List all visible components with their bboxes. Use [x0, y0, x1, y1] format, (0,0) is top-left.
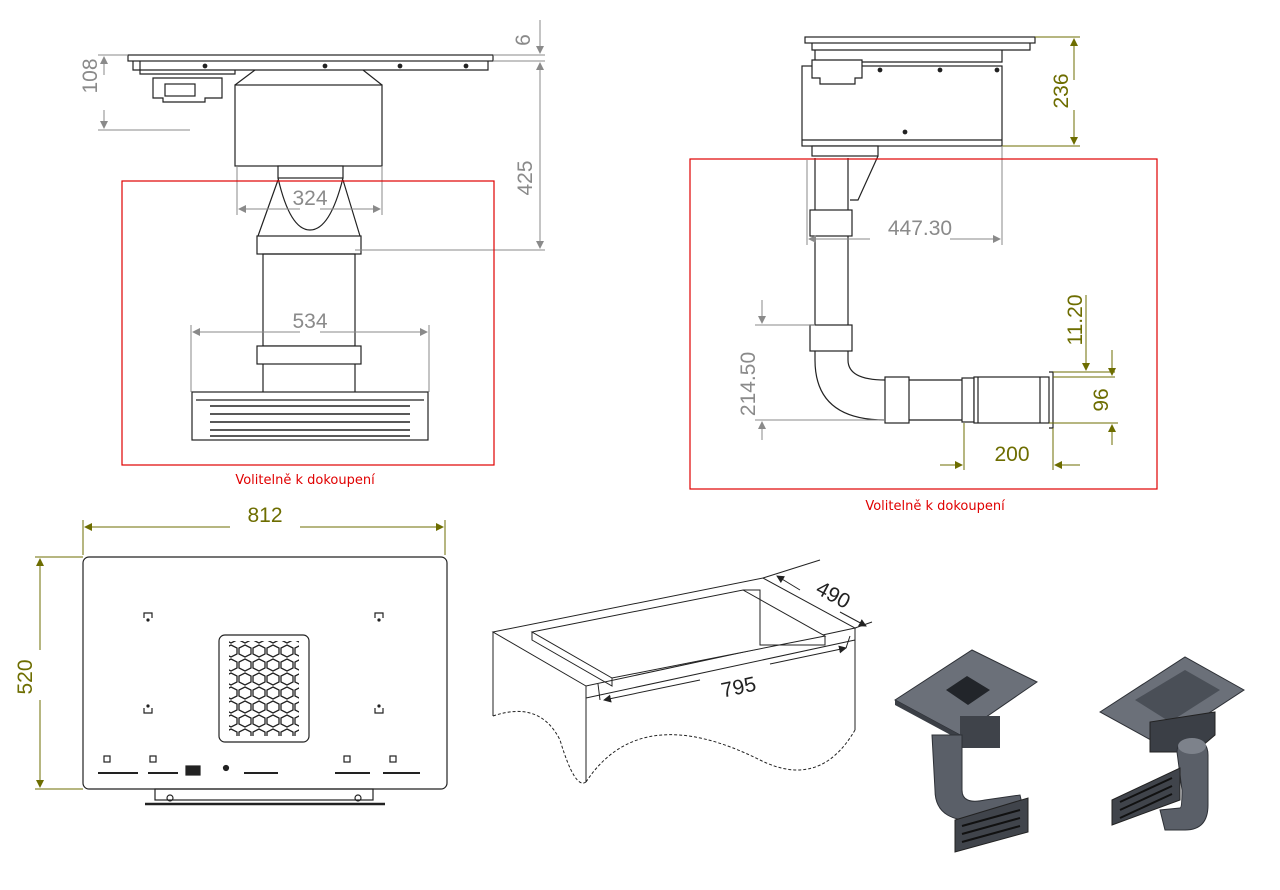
front-filter-box: [191, 391, 429, 441]
dim-214-50: 214.50: [737, 352, 760, 416]
right-outlet: [973, 376, 1050, 424]
plan-zone-markers: [143, 612, 384, 714]
optional-frame-right: [689, 158, 1158, 490]
front-duct-collar: [256, 345, 362, 365]
plan-dimensions: 812 520: [14, 504, 446, 790]
front-dimensions: 6 425 108 324 534: [79, 20, 545, 392]
dim-534: 534: [292, 310, 327, 333]
render-rear-iso: [1099, 656, 1245, 831]
worktop-cutout-view: [491, 577, 857, 784]
cutout-front-face: [492, 628, 856, 782]
front-connector-box: [152, 77, 223, 103]
plan-bottom-frame: [154, 788, 374, 801]
dim-447-30: 447.30: [888, 217, 952, 240]
right-duct-collar-top: [809, 209, 853, 237]
right-duct-collar-mid: [809, 324, 853, 352]
front-neck-cone: [277, 177, 344, 231]
dim-236: 236: [1050, 73, 1073, 108]
right-duct-bend: [814, 351, 886, 421]
front-filter-grille: [210, 405, 410, 437]
dim-108: 108: [79, 58, 102, 93]
front-glass-plate: [127, 54, 494, 62]
right-dimensions-olive: 236 11.20 96 200: [940, 36, 1118, 470]
optional-frame-left: [121, 180, 495, 466]
right-dimensions-grey: 447.30 214.50: [737, 146, 1003, 440]
dim-11-20: 11.20: [1064, 295, 1087, 346]
dim-425: 425: [514, 160, 537, 195]
front-motor-housing: [234, 84, 383, 167]
dim-812: 812: [247, 504, 282, 527]
right-glass-plate: [804, 36, 1036, 44]
front-neck: [277, 165, 344, 179]
dim-200: 200: [994, 443, 1029, 466]
render-front-iso: [894, 649, 1038, 853]
right-duct-collar-bend: [884, 376, 910, 424]
front-side-view: [127, 54, 494, 441]
right-side-view: [801, 36, 1054, 429]
front-frame: [132, 61, 489, 71]
optional-note-left: Volitelně k dokoupení: [235, 473, 375, 488]
plan-view: [82, 556, 448, 806]
optional-note-right: Volitelně k dokoupení: [865, 499, 1005, 514]
dim-6: 6: [512, 34, 535, 46]
plan-touch-controls: [98, 755, 420, 776]
front-duct-top: [256, 235, 362, 255]
right-connector-box: [811, 59, 863, 85]
front-duct-funnel: [257, 179, 361, 237]
dim-520: 520: [14, 659, 37, 694]
dim-96: 96: [1090, 388, 1113, 411]
dim-324: 324: [292, 187, 327, 210]
dim-795: 795: [719, 673, 758, 703]
